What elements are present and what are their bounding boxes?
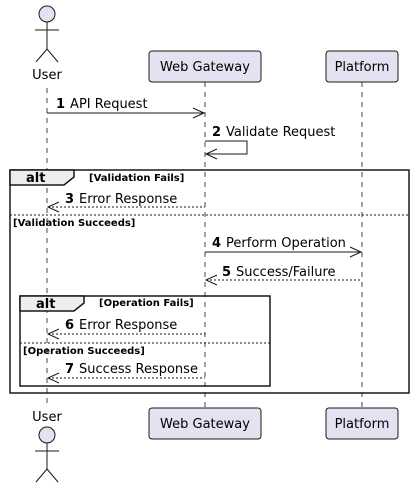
message-2-text: Validate Request bbox=[226, 125, 335, 140]
message-7-number: 7 bbox=[65, 362, 74, 377]
actor-figure-icon bbox=[35, 426, 59, 483]
message-1-label: 1 API Request bbox=[56, 97, 148, 112]
message-3-label: 3 Error Response bbox=[65, 192, 177, 207]
actor-user-bottom: User bbox=[32, 410, 62, 483]
actor-user-top: User bbox=[32, 5, 62, 83]
message-6-label: 6 Error Response bbox=[65, 318, 177, 333]
message-4-text: Perform Operation bbox=[226, 236, 346, 251]
message-7-label: 7 Success Response bbox=[65, 362, 198, 377]
guard-validation-fails: [Validation Fails] bbox=[89, 173, 184, 184]
message-1-text: API Request bbox=[70, 97, 148, 112]
message-5-label: 5 Success/Failure bbox=[222, 265, 336, 280]
guard-validation-succeeds: [Validation Succeeds] bbox=[13, 218, 135, 229]
actor-user-label: User bbox=[32, 410, 62, 425]
message-5-number: 5 bbox=[222, 265, 231, 280]
message-3-text: Error Response bbox=[79, 192, 177, 207]
alt-keyword: alt bbox=[26, 171, 45, 186]
alt-fragment-operation: alt [Operation Fails] [Operation Succeed… bbox=[19, 295, 271, 387]
message-4: 4 Perform Operation bbox=[205, 236, 363, 258]
message-4-label: 4 Perform Operation bbox=[212, 236, 346, 251]
guard-operation-succeeds: [Operation Succeeds] bbox=[23, 346, 145, 357]
participant-platform-bottom: Platform bbox=[325, 407, 399, 440]
participant-platform-label: Platform bbox=[335, 60, 390, 75]
participant-web-gateway-label: Web Gateway bbox=[160, 417, 250, 432]
participant-web-gateway-top: Web Gateway bbox=[148, 50, 262, 83]
actor-user-label: User bbox=[32, 68, 62, 83]
message-5-text: Success/Failure bbox=[236, 265, 335, 280]
alt-keyword: alt bbox=[36, 297, 55, 312]
message-2-label: 2 Validate Request bbox=[212, 125, 335, 140]
participant-web-gateway-label: Web Gateway bbox=[160, 60, 250, 75]
message-6-number: 6 bbox=[65, 318, 74, 333]
guard-operation-fails: [Operation Fails] bbox=[99, 298, 194, 309]
message-2: 2 Validate Request bbox=[204, 125, 335, 160]
participant-platform-top: Platform bbox=[325, 50, 399, 83]
message-7: 7 Success Response bbox=[46, 362, 205, 384]
message-5: 5 Success/Failure bbox=[204, 265, 362, 286]
message-4-number: 4 bbox=[212, 236, 221, 251]
message-3: 3 Error Response bbox=[46, 192, 205, 213]
message-1-number: 1 bbox=[56, 97, 65, 112]
participant-platform-label: Platform bbox=[335, 417, 390, 432]
alt-fragment-validation: alt [Validation Fails] [Validation Succe… bbox=[9, 169, 410, 394]
participant-web-gateway-bottom: Web Gateway bbox=[148, 407, 262, 440]
message-6: 6 Error Response bbox=[46, 318, 205, 340]
message-2-number: 2 bbox=[212, 125, 221, 140]
message-7-text: Success Response bbox=[79, 362, 198, 377]
message-1: 1 API Request bbox=[47, 97, 206, 119]
actor-figure-icon bbox=[35, 5, 59, 63]
message-3-number: 3 bbox=[65, 192, 74, 207]
message-6-text: Error Response bbox=[79, 318, 177, 333]
